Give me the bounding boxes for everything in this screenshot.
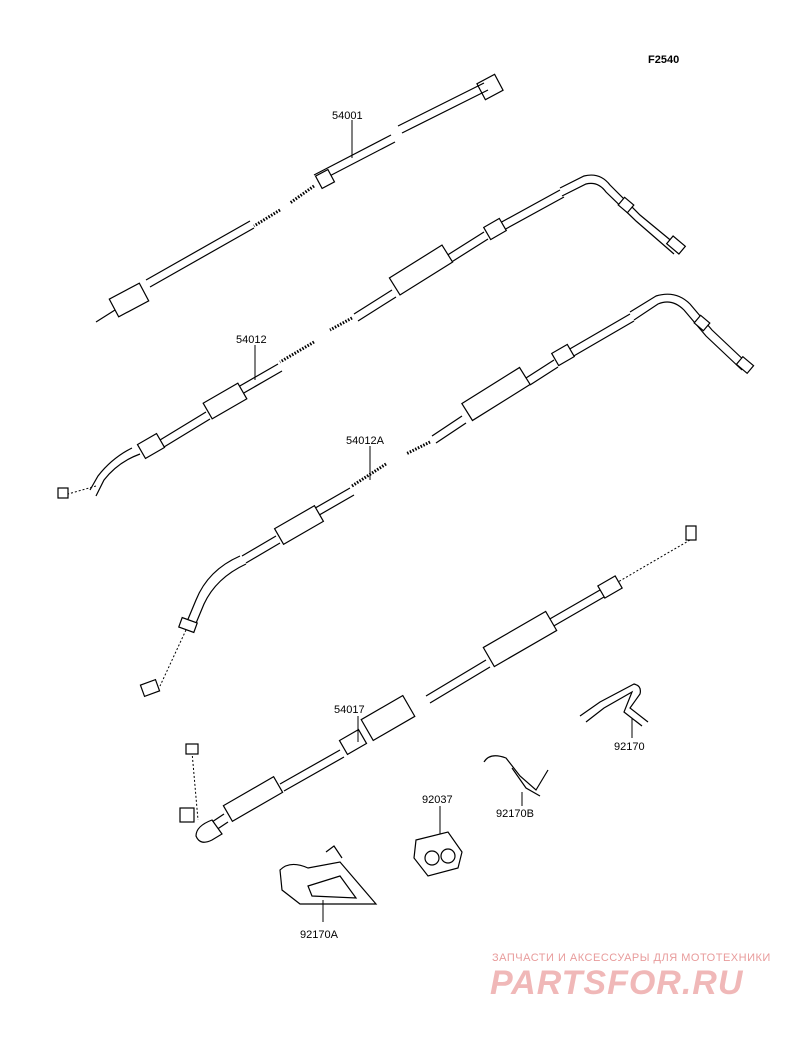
- throttle-cable-lower[interactable]: 54012A: [139, 293, 755, 698]
- part-label-92170B: 92170B: [496, 808, 534, 820]
- watermark-tagline: ЗАПЧАСТИ И АКСЕССУАРЫ ДЛЯ МОТОТЕХНИКИ: [492, 952, 771, 964]
- figure-ref: F2540: [648, 54, 679, 66]
- watermark-logo: PARTSFOR.RU: [490, 964, 744, 1002]
- clutch-cable[interactable]: 54017: [179, 525, 697, 843]
- clamp-92170[interactable]: 92170: [579, 683, 649, 753]
- part-label-54012A: 54012A: [346, 435, 385, 447]
- part-label-54012: 54012: [236, 334, 267, 346]
- clamp-92170A[interactable]: 92170A: [279, 845, 378, 941]
- part-label-54001: 54001: [332, 110, 363, 122]
- part-label-54017: 54017: [334, 704, 365, 716]
- clamp-92170B[interactable]: 92170B: [483, 755, 549, 820]
- speedometer-cable[interactable]: 54001: [95, 73, 504, 323]
- holder-92037[interactable]: 92037: [413, 794, 463, 877]
- part-label-92170A: 92170A: [300, 929, 339, 941]
- throttle-cable-upper[interactable]: 54012: [57, 174, 687, 499]
- part-label-92037: 92037: [422, 794, 453, 806]
- part-label-92170: 92170: [614, 741, 645, 753]
